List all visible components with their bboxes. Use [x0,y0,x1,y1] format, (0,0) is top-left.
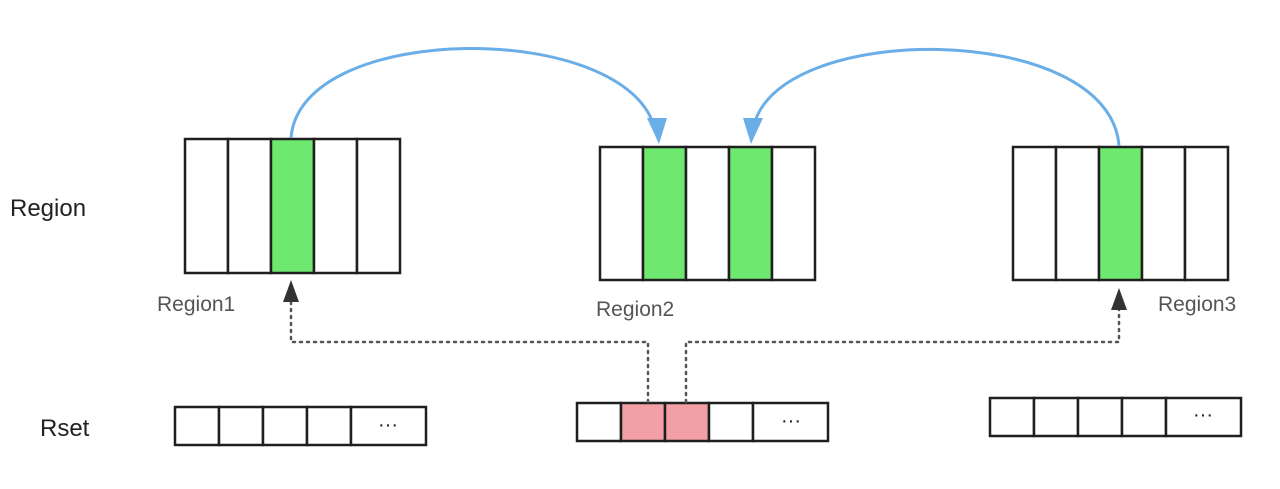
rset-entry [1076,396,1124,438]
rset-pointer-to-region3 [684,306,1121,404]
rset-entry-highlighted [663,401,711,443]
rset-entry [1120,396,1168,438]
rset-1: ··· [173,405,428,447]
region-card-cell-highlighted [1097,145,1144,282]
rset-entry [988,396,1036,438]
region-card-cell [355,137,402,275]
reference-arrowhead-region2-left [647,118,667,144]
pointer-arrowhead-region1 [283,280,299,302]
region-1-label: Region1 [157,293,235,316]
rset-2-ellipsis: ··· [781,410,801,432]
region-card-cell [1011,145,1058,282]
region-card-cell [684,145,731,282]
rset-3: ··· [988,396,1243,438]
rset-row-label: Rset [40,415,90,442]
region-card-cell [770,145,817,282]
region-card-cell-highlighted [641,145,688,282]
rset-entry [575,401,623,443]
rset-entry [1032,396,1080,438]
region-row-label: Region [10,195,86,222]
rset-entry [217,405,265,447]
rset-pointer-to-region1 [289,298,650,404]
rset-overflow-cell [349,405,428,447]
rset-entry [173,405,221,447]
region-card-cell [312,137,359,275]
pointer-arrowhead-region3 [1111,288,1127,310]
rset-1-ellipsis: ··· [378,414,398,436]
rset-entry [261,405,309,447]
rset-3-ellipsis: ··· [1193,404,1213,426]
reference-arrow-region3-to-region2 [751,47,1121,147]
region-2-label: Region2 [596,298,674,321]
reference-arrow-region1-to-region2 [289,47,657,139]
region-card-cell [226,137,273,275]
rset-entry-highlighted [619,401,667,443]
rset-entry [707,401,755,443]
rset-overflow-cell [1164,396,1243,438]
region-3-label: Region3 [1158,293,1236,316]
region-1: Region1 [157,137,402,316]
rset-overflow-cell [751,401,830,443]
region-2: Region2 [596,145,817,321]
rset-2: ··· [575,401,830,443]
region-card-cell [1140,145,1187,282]
rset-entry [305,405,353,447]
region-card-cell [1183,145,1230,282]
region-3: Region3 [1011,145,1236,316]
region-card-cell [1054,145,1101,282]
region-card-cell [598,145,645,282]
reference-arrowhead-region2-right [743,118,763,144]
region-card-cell [183,137,230,275]
region-card-cell-highlighted [727,145,774,282]
region-card-cell-highlighted [269,137,316,275]
